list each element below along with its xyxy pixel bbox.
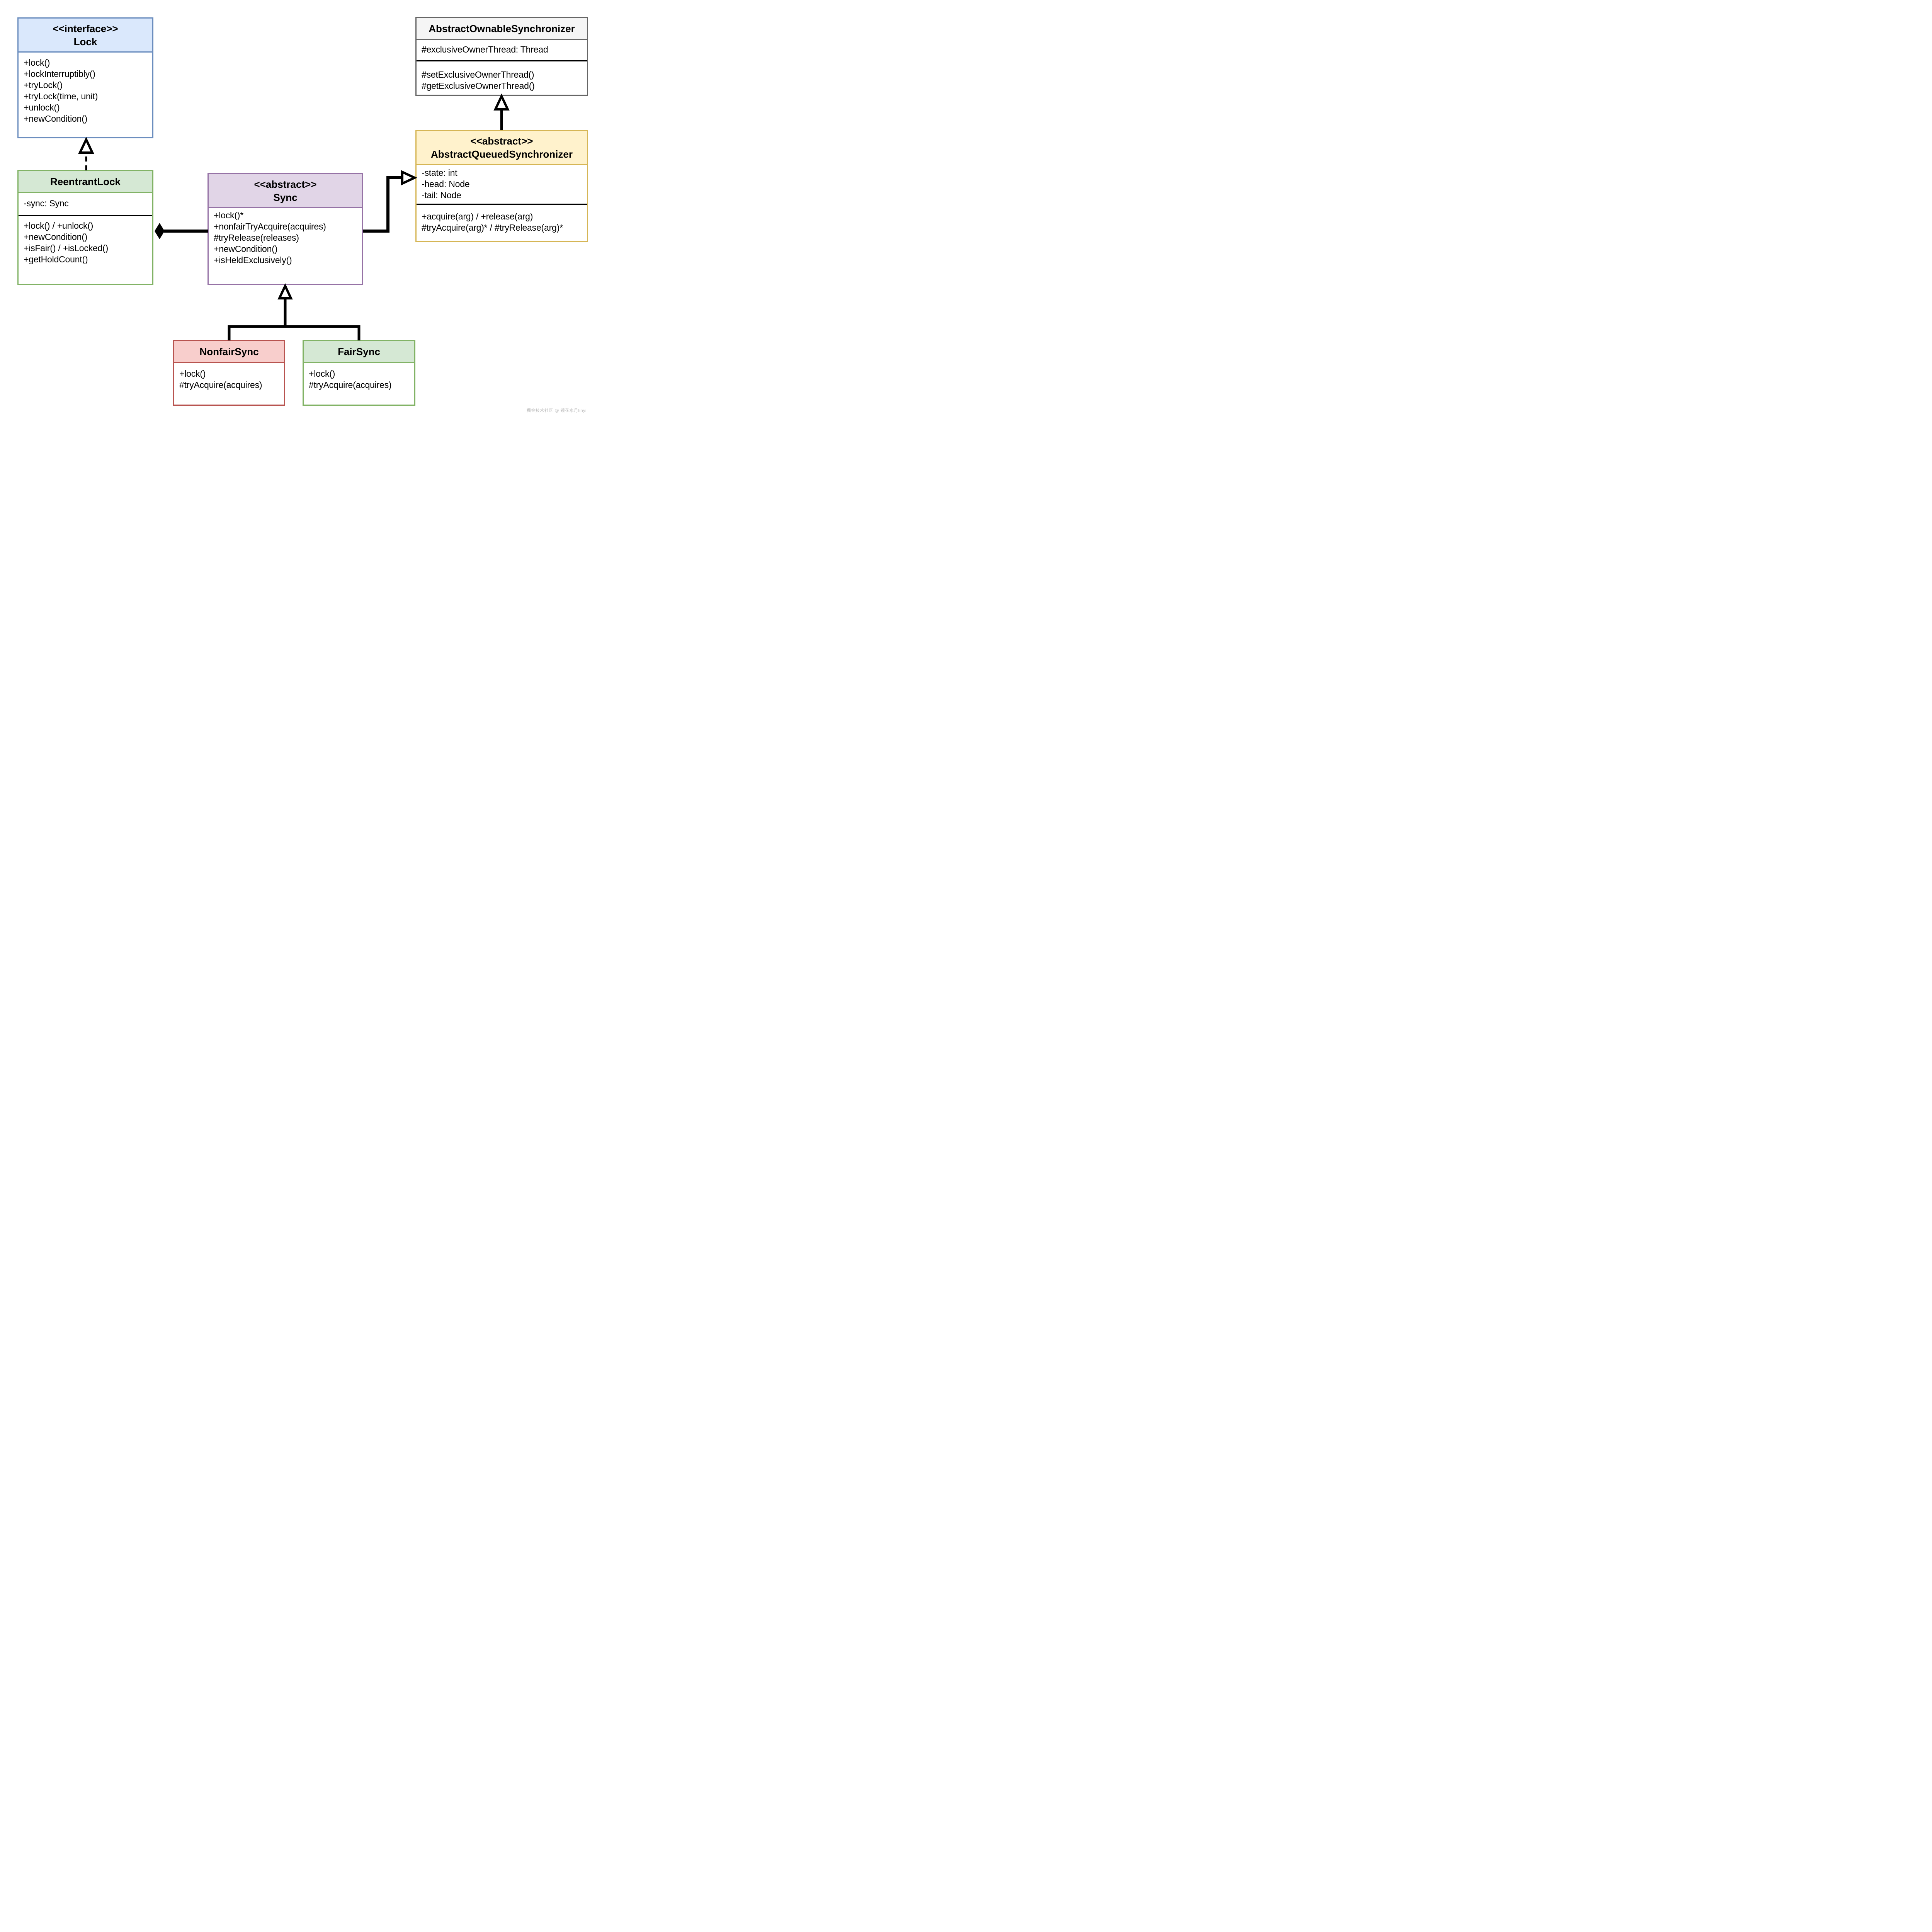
class-box-fairsync: FairSync +lock() #tryAcquire(acquires) xyxy=(303,340,415,406)
class-name: Lock xyxy=(73,36,97,48)
method-line: +isHeldExclusively() xyxy=(214,255,292,265)
hollow-triangle-icon xyxy=(493,93,510,111)
attributes-section-aqs: -state: int -head: Node -tail: Node xyxy=(417,165,587,204)
class-header-reentrantlock: ReentrantLock xyxy=(19,171,152,193)
class-header-aos: AbstractOwnableSynchronizer xyxy=(417,18,587,40)
hollow-triangle-icon xyxy=(401,170,418,185)
section-divider xyxy=(19,215,152,216)
class-box-nonfairsync: NonfairSync +lock() #tryAcquire(acquires… xyxy=(173,340,285,406)
method-line: +tryLock() xyxy=(24,80,63,90)
attributes-section-aos: #exclusiveOwnerThread: Thread xyxy=(417,40,587,60)
attribute-line: -state: int xyxy=(422,168,457,178)
class-header-fairsync: FairSync xyxy=(304,341,414,363)
method-line: +lock() / +unlock() xyxy=(24,221,94,231)
section-divider xyxy=(417,60,587,61)
method-line: +lockInterruptibly() xyxy=(24,69,95,79)
method-line: +newCondition() xyxy=(214,244,278,254)
methods-section-fairsync: +lock() #tryAcquire(acquires) xyxy=(304,363,414,391)
stereotype-label: <<abstract>> xyxy=(470,135,533,147)
method-line: +unlock() xyxy=(24,102,60,112)
attribute-line: -sync: Sync xyxy=(24,198,69,208)
attribute-line: #exclusiveOwnerThread: Thread xyxy=(422,44,548,54)
attribute-line: -tail: Node xyxy=(422,190,461,200)
filled-diamond-icon xyxy=(155,223,165,239)
methods-section-reentrantlock: +lock() / +unlock() +newCondition() +isF… xyxy=(19,216,152,265)
method-line: #tryRelease(releases) xyxy=(214,233,299,243)
class-name: Sync xyxy=(273,191,298,203)
class-name: AbstractQueuedSynchronizer xyxy=(431,148,573,160)
section-divider xyxy=(417,204,587,205)
composition-link-reentrantlock-to-sync xyxy=(155,223,208,239)
class-header-nonfairsync: NonfairSync xyxy=(174,341,284,363)
class-name: NonfairSync xyxy=(199,346,259,357)
hollow-triangle-icon xyxy=(277,283,293,299)
class-name: ReentrantLock xyxy=(50,176,121,187)
method-line: +newCondition() xyxy=(24,232,88,242)
method-line: #getExclusiveOwnerThread() xyxy=(422,81,535,91)
hollow-triangle-icon xyxy=(78,136,94,154)
method-line: +acquire(arg) / +release(arg) xyxy=(422,211,533,221)
method-line: +isFair() / +isLocked() xyxy=(24,243,109,253)
methods-section-lock: +lock() +lockInterruptibly() +tryLock() … xyxy=(19,53,152,124)
generalization-arrow-aqs-to-aos xyxy=(493,93,510,130)
generalization-arrow-sync-to-aqs xyxy=(363,170,418,233)
class-name: AbstractOwnableSynchronizer xyxy=(429,23,575,34)
method-line: #tryAcquire(acquires) xyxy=(179,380,262,390)
class-box-abstract-queued-synchronizer: <<abstract>> AbstractQueuedSynchronizer … xyxy=(415,130,588,242)
class-box-reentrantlock: ReentrantLock -sync: Sync +lock() / +unl… xyxy=(17,170,153,285)
method-line: #tryAcquire(arg)* / #tryRelease(arg)* xyxy=(422,223,563,233)
method-line: +lock() xyxy=(179,369,206,379)
class-box-sync: <<abstract>> Sync +lock()* +nonfairTryAc… xyxy=(207,173,363,285)
class-header-aqs: <<abstract>> AbstractQueuedSynchronizer xyxy=(417,131,587,165)
attributes-section-reentrantlock: -sync: Sync xyxy=(19,193,152,215)
method-line: +lock()* xyxy=(214,210,244,220)
stereotype-label: <<abstract>> xyxy=(254,178,317,190)
stereotype-label: <<interface>> xyxy=(53,22,118,34)
method-line: +lock() xyxy=(309,369,335,379)
methods-section-nonfairsync: +lock() #tryAcquire(acquires) xyxy=(174,363,284,391)
class-box-abstract-ownable-synchronizer: AbstractOwnableSynchronizer #exclusiveOw… xyxy=(415,17,588,96)
method-line: +newCondition() xyxy=(24,114,88,124)
methods-section-aos: #setExclusiveOwnerThread() #getExclusive… xyxy=(417,61,587,92)
method-line: #tryAcquire(acquires) xyxy=(309,380,392,390)
method-line: #setExclusiveOwnerThread() xyxy=(422,70,534,80)
method-line: +lock() xyxy=(24,58,50,68)
attribute-line: -head: Node xyxy=(422,179,470,189)
uml-class-diagram: <<interface>> Lock +lock() +lockInterrup… xyxy=(0,0,596,420)
generalization-tree-subclasses-to-sync xyxy=(228,283,361,340)
method-line: +getHoldCount() xyxy=(24,254,88,264)
class-header-sync: <<abstract>> Sync xyxy=(209,174,362,208)
method-line: +tryLock(time, unit) xyxy=(24,91,98,101)
methods-section-sync: +lock()* +nonfairTryAcquire(acquires) #t… xyxy=(209,208,362,266)
class-box-lock: <<interface>> Lock +lock() +lockInterrup… xyxy=(17,17,153,138)
realization-arrow-reentrantlock-to-lock xyxy=(78,136,94,170)
methods-section-aqs: +acquire(arg) / +release(arg) #tryAcquir… xyxy=(417,205,587,233)
watermark-text: 掘金技术社区 @ 镜花水月linyi xyxy=(526,408,587,413)
class-header-lock: <<interface>> Lock xyxy=(19,19,152,53)
method-line: +nonfairTryAcquire(acquires) xyxy=(214,221,326,231)
class-name: FairSync xyxy=(338,346,380,357)
